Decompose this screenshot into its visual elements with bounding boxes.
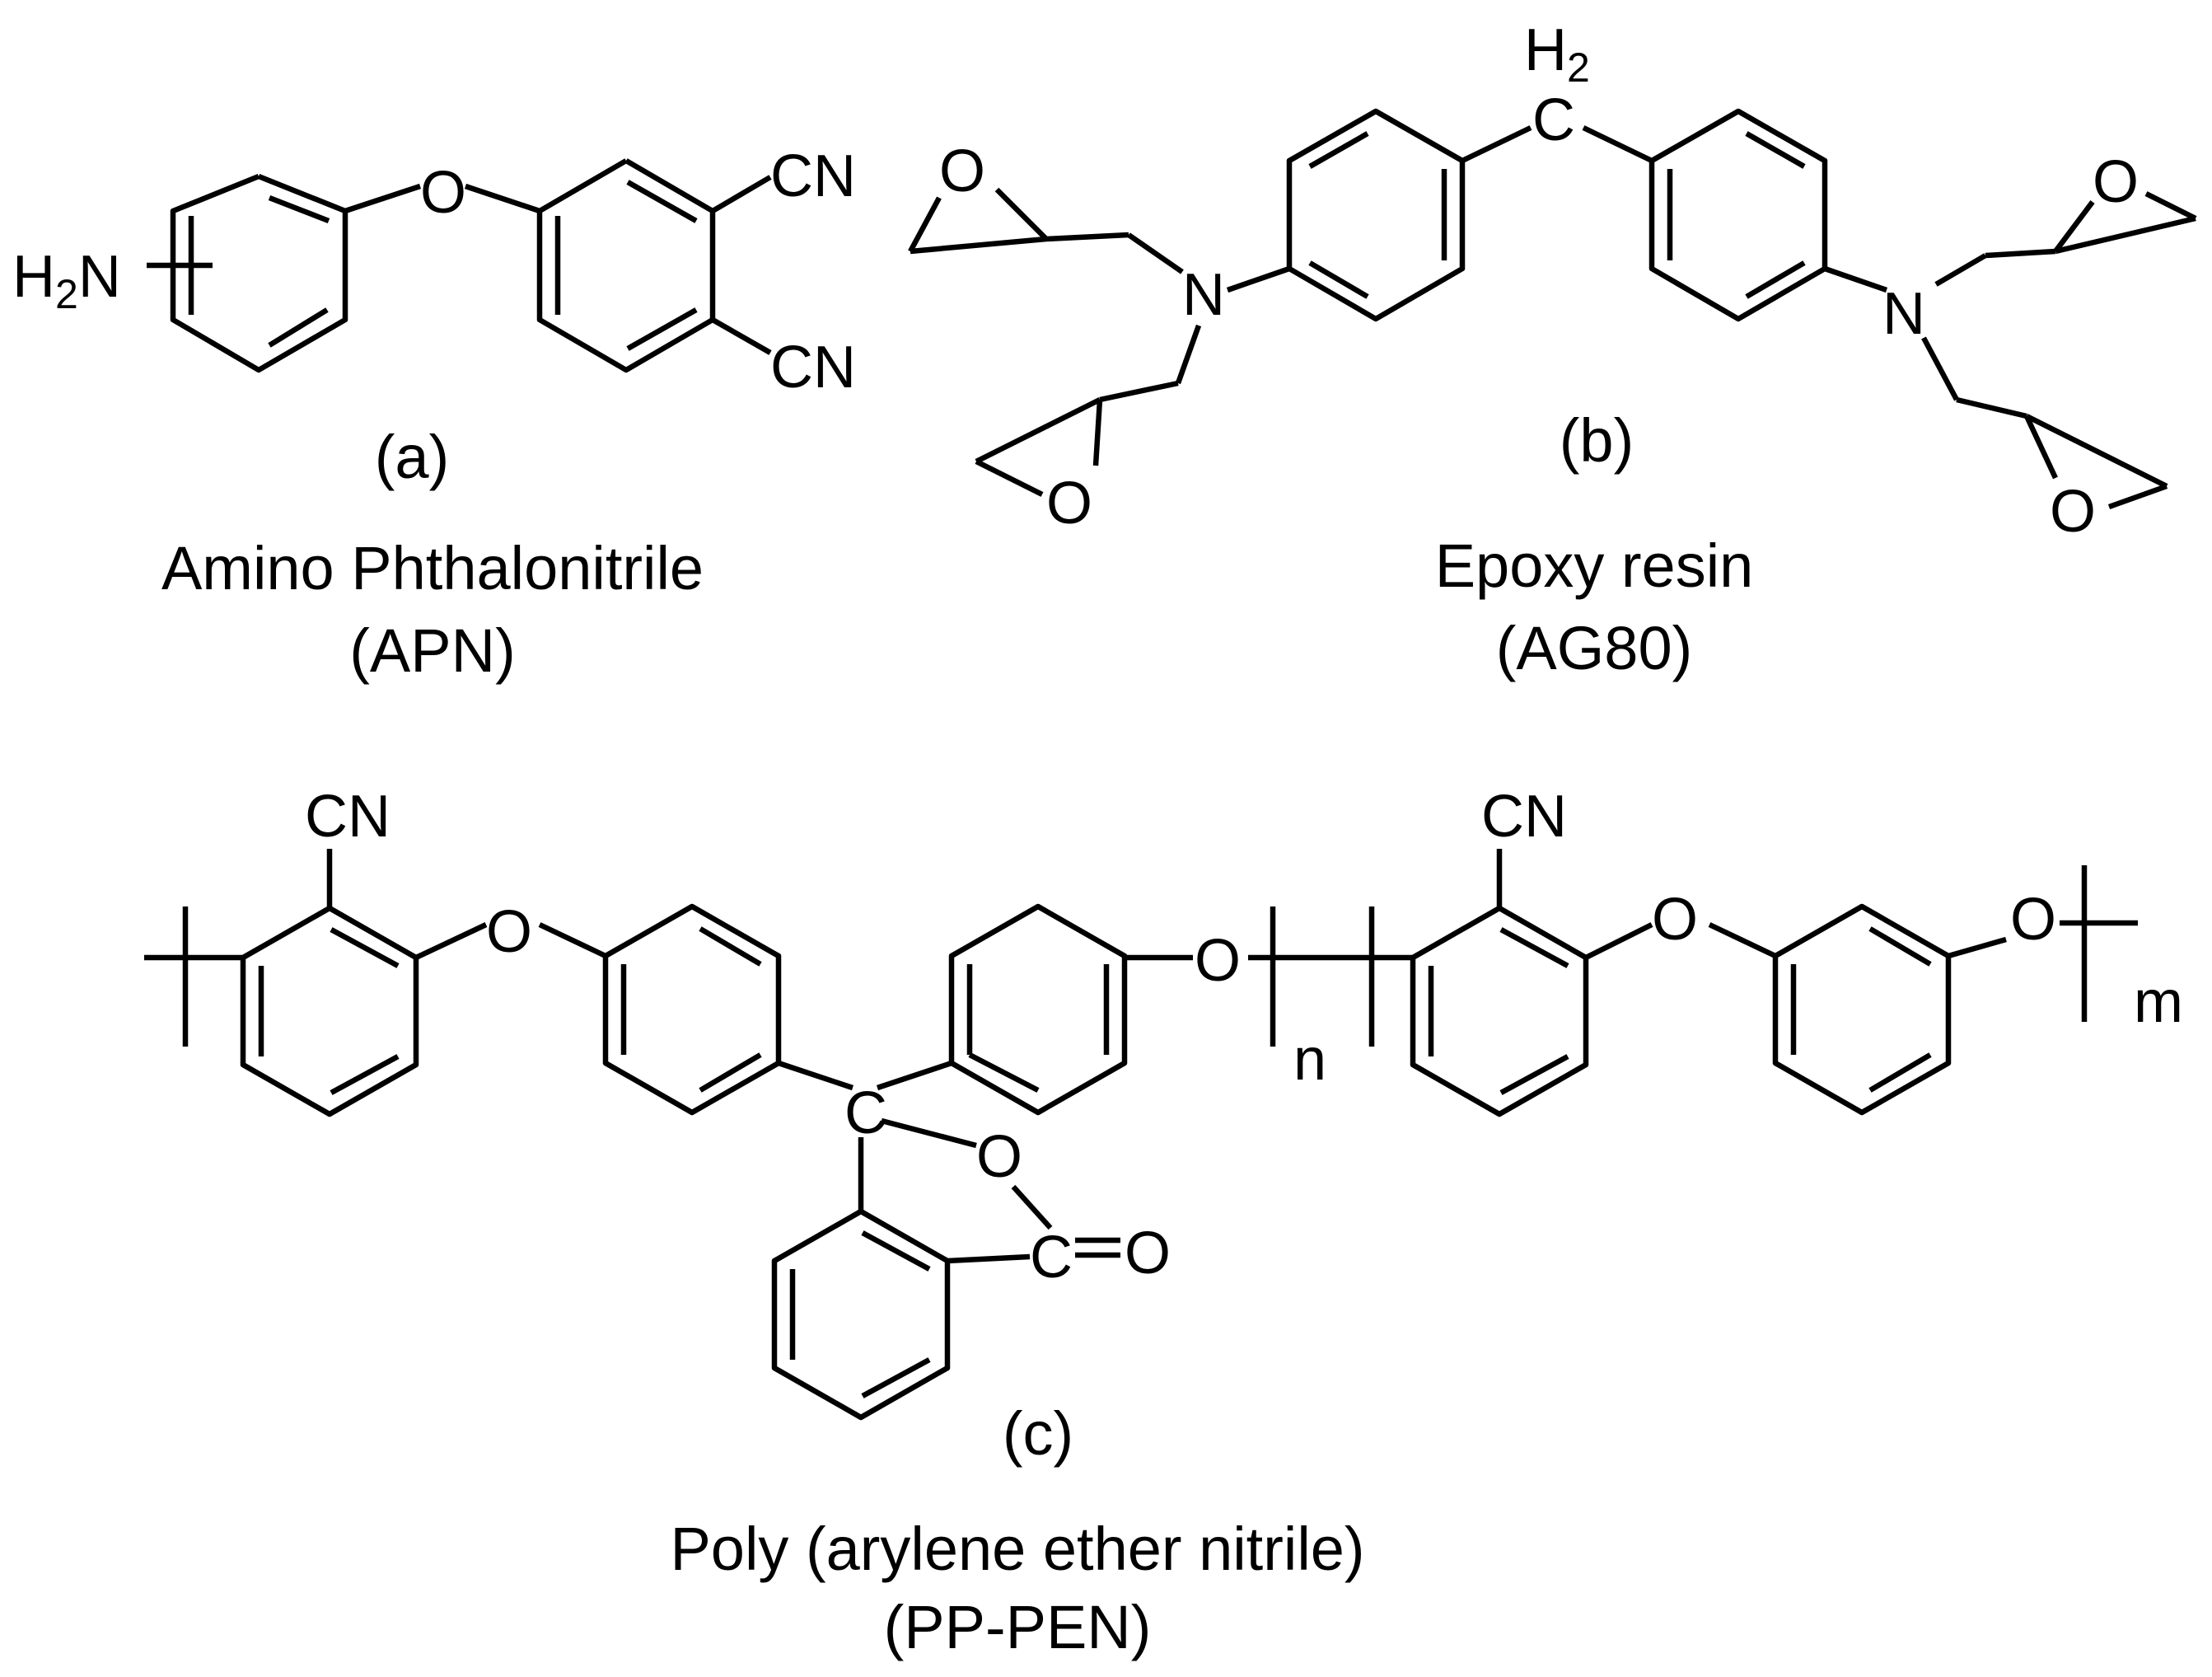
pp-pen-cn-label-2: CN [1481,784,1567,850]
pp-pen-ether-bond [1584,922,1653,960]
pp-pen-carbonyl-carbon: C [1030,1225,1073,1291]
pp-pen-oxygen-label: O [2010,887,2056,953]
epoxide-oxygen-label: O [1046,471,1092,536]
pp-pen-carbonyl-oxygen: O [1125,1220,1171,1286]
pp-pen-bracket-left-n [144,906,243,1047]
structure-c-pp-pen: CN O C O O C O [144,784,2183,1661]
ag80-h2-label: H2 [1524,17,1590,91]
structure-c-abbr: (PP-PEN) [884,1593,1152,1661]
structure-c-label: (c) [1003,1399,1073,1468]
structure-a-name: Amino Phthalonitrile [161,534,704,602]
pp-pen-oxygen-label: O [486,899,532,965]
pp-pen-repeat-n: n [1293,1027,1326,1093]
pp-pen-quaternary-bond [777,1060,854,1091]
pp-pen-ether-bond [538,922,607,958]
pp-pen-oxygen-label: O [1195,928,1241,994]
pp-pen-lactone-oxygen: O [976,1124,1022,1190]
pp-pen-oxygen-label: O [1652,887,1698,953]
pp-pen-benzonitrile-ring-1 [240,906,419,1117]
structure-b-abbr: (AG80) [1496,614,1693,682]
pp-pen-ether-bond [1948,936,2007,959]
apn-cn-label-1: CN [770,143,856,209]
ag80-ch2-bond-left [1461,125,1532,163]
ag80-ch2-bond-right [1582,125,1653,163]
apn-cn-bond-1 [711,175,772,213]
structure-b-name: Epoxy resin [1435,532,1754,600]
apn-phthalonitrile-ring [536,158,716,373]
epoxide-oxygen-label: O [2050,479,2096,545]
pp-pen-benzonitrile-ring-5 [1410,905,1589,1117]
pp-pen-quaternary-carbon: C [844,1080,887,1146]
epoxide-oxygen-label: O [2093,149,2139,215]
pp-pen-meta-phenylene-ring [1772,903,1952,1116]
ag80-nitrogen-left: N [1182,262,1225,328]
ag80-n-bond-right [1823,265,1888,293]
pp-pen-cn-label-1: CN [305,784,390,850]
epoxide-oxygen-label: O [939,138,985,204]
pp-pen-lactone-ring: O C O [858,1117,1171,1291]
ag80-right-glycidyl-lower: O [1921,336,2168,545]
ag80-n-bond-left [1226,265,1291,293]
ag80-right-glycidyl-upper: O [1934,149,2197,287]
pp-pen-quaternary-bond [876,1060,953,1091]
apn-ether-bond-2 [464,183,541,214]
pp-pen-phenylene-ring-3 [948,903,1128,1116]
structure-b-ag80: H2 C N N O [908,17,2197,682]
structure-a-label: (a) [375,423,449,491]
ag80-right-phenyl [1648,108,1828,322]
ag80-left-glycidyl-lower: O [975,324,1202,536]
structure-c-name: Poly (arylene ether nitrile) [670,1515,1364,1583]
pp-pen-repeat-m: m [2134,969,2183,1035]
structure-a-abbr: (APN) [349,616,515,685]
pp-pen-ether-bond [414,922,488,960]
ag80-left-glycidyl-upper: O [908,138,1184,274]
pp-pen-phthalide-benzene [771,1209,1031,1421]
structure-b-label: (b) [1560,406,1634,475]
apn-cn-label-2: CN [770,335,856,401]
apn-aminophenyl-ring [170,173,348,373]
apn-amine-label: H2N [12,244,121,317]
apn-cn-bond-2 [711,317,772,355]
apn-ether-bond-1 [344,183,422,214]
ag80-nitrogen-right: N [1882,281,1925,347]
ag80-methylene-carbon: C [1532,87,1575,153]
structure-a-apn: O CN CN H2N (a) Amino Phthalonitrile (AP… [12,143,856,685]
pp-pen-phenylene-ring-2 [602,903,782,1116]
pp-pen-ether-bond [1708,922,1777,958]
ag80-left-phenyl [1286,108,1466,322]
apn-oxygen-label: O [420,160,466,226]
